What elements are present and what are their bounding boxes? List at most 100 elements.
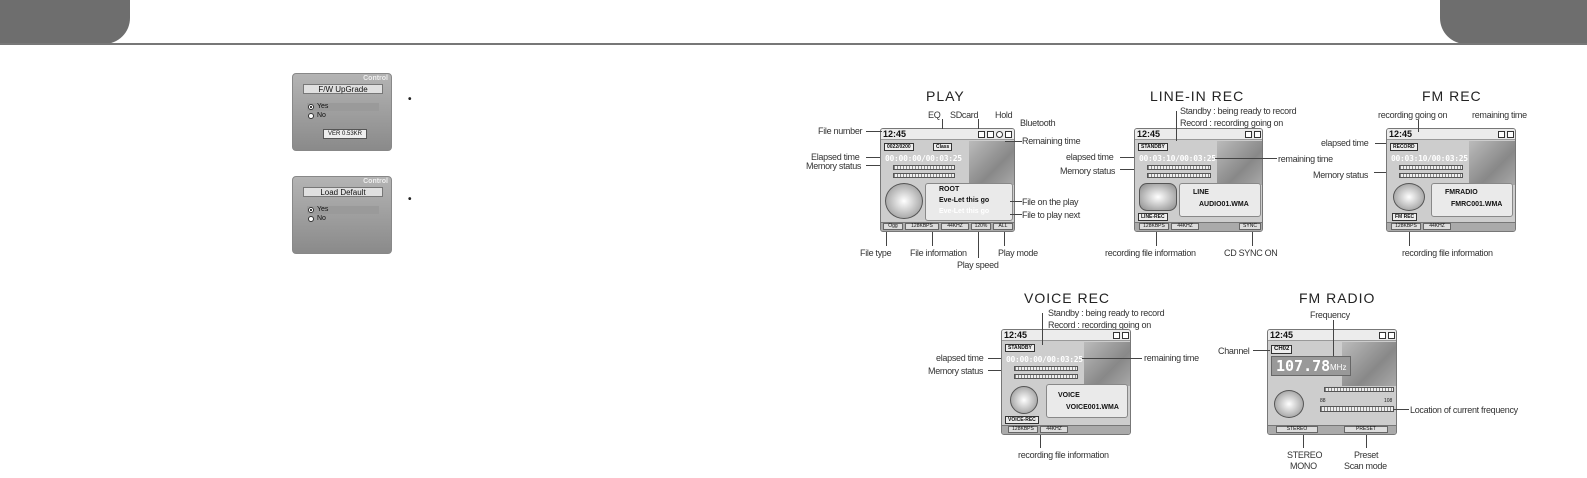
option-no[interactable]: No	[307, 112, 379, 120]
status-strip	[1002, 330, 1130, 341]
bullet-dot: •	[408, 94, 412, 105]
label-memory: Memory status	[928, 366, 984, 376]
next-file: Eve-Let this go	[939, 208, 990, 215]
mode-badge: FM REC	[1392, 213, 1418, 221]
label-play-mode: Play mode	[998, 248, 1038, 258]
bullet-dot: •	[408, 194, 412, 205]
battery-icon	[1254, 131, 1261, 138]
mode-badge: VOICE-REC	[1005, 416, 1039, 424]
leader-line	[932, 232, 933, 246]
memory-bar	[893, 165, 955, 170]
play-title: PLAY	[926, 88, 965, 104]
header-tab-left	[0, 0, 130, 44]
option-yes[interactable]: Yes	[307, 103, 379, 111]
leader-line	[1040, 435, 1041, 448]
file-number: 0022/0200	[884, 143, 914, 151]
microphone-icon	[1010, 386, 1038, 414]
leader-line	[1176, 111, 1177, 141]
control-label: Control	[363, 75, 388, 82]
label-scan: Scan mode	[1344, 461, 1387, 471]
leader-line	[886, 232, 887, 246]
option-label: Yes	[317, 103, 329, 110]
fm-radio-screen: 12:45 CH02 107.78 MHz 88 108 STEREO PRES…	[1267, 329, 1397, 435]
hold-icon	[1379, 332, 1386, 339]
memory-bar	[1399, 165, 1463, 170]
memory-bar	[1014, 366, 1078, 371]
samplerate-seg: 44KHZ	[941, 223, 969, 230]
line-device-icon	[1139, 183, 1177, 211]
control-label: Control	[363, 178, 388, 185]
radio-icon	[308, 207, 314, 213]
volume-bar	[1399, 173, 1463, 178]
label-cd-sync: CD SYNC ON	[1224, 248, 1278, 258]
radio-icon	[1393, 183, 1425, 211]
status-bar	[1268, 425, 1396, 434]
status-bar	[1387, 222, 1515, 231]
label-memory: Memory status	[1060, 166, 1116, 176]
dialog-title: Load Default	[303, 187, 383, 197]
rec-state: STANDBY	[1138, 143, 1168, 151]
radio-icon	[308, 113, 314, 119]
leader-line	[978, 119, 979, 129]
folder-name: LINE	[1193, 189, 1209, 196]
label-file-info: File information	[910, 248, 967, 258]
preset-seg: PRESET	[1344, 426, 1388, 433]
label-mono: MONO	[1290, 461, 1317, 471]
label-play-speed: Play speed	[957, 260, 999, 270]
leader-line	[1366, 435, 1367, 448]
current-file: Eve-Let this go	[939, 197, 990, 204]
voice-rec-screen: 12:45 STANDBY 00:00:00/00:03:25 VOICE-RE…	[1001, 329, 1131, 435]
leader-line	[1393, 409, 1409, 410]
time-display: 00:00:00/00:03:25	[1006, 355, 1083, 364]
mode-seg: ALL	[993, 223, 1013, 230]
spectrum-area	[969, 141, 1014, 185]
label-frequency: Frequency	[1310, 310, 1350, 320]
leader-line	[1409, 232, 1410, 246]
cassette-image	[1084, 342, 1130, 386]
label-elapsed: elapsed time	[936, 353, 984, 363]
samplerate-seg: 44KHZ	[1423, 223, 1451, 230]
label-eq: EQ	[928, 110, 941, 120]
label-remaining: remaining time	[1144, 353, 1199, 363]
sdcard-icon	[978, 131, 985, 138]
rec-file: FMRC001.WMA	[1451, 201, 1503, 208]
hold-icon	[1498, 131, 1505, 138]
option-label: No	[317, 112, 326, 119]
volume-bar	[893, 173, 955, 178]
rec-state: RECORD	[1390, 143, 1418, 151]
bitrate-seg: 128KBPS	[1008, 426, 1038, 433]
bitrate-seg: 128KBPS	[905, 223, 939, 230]
option-yes[interactable]: Yes	[307, 206, 379, 214]
frequency-unit: MHz	[1330, 363, 1347, 372]
radio-icon	[308, 104, 314, 110]
label-on-play: File on the play	[1022, 197, 1079, 207]
label-memory: Memory status	[806, 161, 862, 171]
frequency-value: 107.78	[1276, 357, 1331, 375]
volume-bar	[1324, 387, 1394, 392]
sync-seg: SYNC	[1239, 223, 1261, 230]
battery-icon	[1507, 131, 1514, 138]
label-file-info: recording file information	[1105, 248, 1196, 258]
rec-state: STANDBY	[1005, 344, 1035, 352]
label-file-type: File type	[860, 248, 892, 258]
folder-name: FMRADIO	[1445, 189, 1478, 196]
bluetooth-icon	[996, 131, 1003, 138]
battery-icon	[1122, 332, 1129, 339]
label-memory: Memory status	[1313, 170, 1369, 180]
label-elapsed: elapsed time	[1066, 152, 1114, 162]
leader-line	[988, 370, 1001, 371]
file-panel	[1046, 384, 1128, 418]
leader-line	[1374, 172, 1386, 173]
leader-line	[1042, 313, 1043, 345]
label-preset: Preset	[1354, 450, 1379, 460]
option-no[interactable]: No	[307, 215, 379, 223]
frequency-scale[interactable]	[1320, 406, 1394, 412]
headphone-icon	[885, 183, 923, 219]
label-file-number: File number	[818, 126, 863, 136]
leader-line	[978, 232, 979, 258]
status-strip	[1135, 129, 1262, 140]
time-display: 00:00:00/00:03:25	[885, 154, 962, 163]
memory-bar	[1147, 165, 1211, 170]
leader-line	[1253, 350, 1270, 351]
fm-rec-title: FM REC	[1422, 88, 1482, 104]
